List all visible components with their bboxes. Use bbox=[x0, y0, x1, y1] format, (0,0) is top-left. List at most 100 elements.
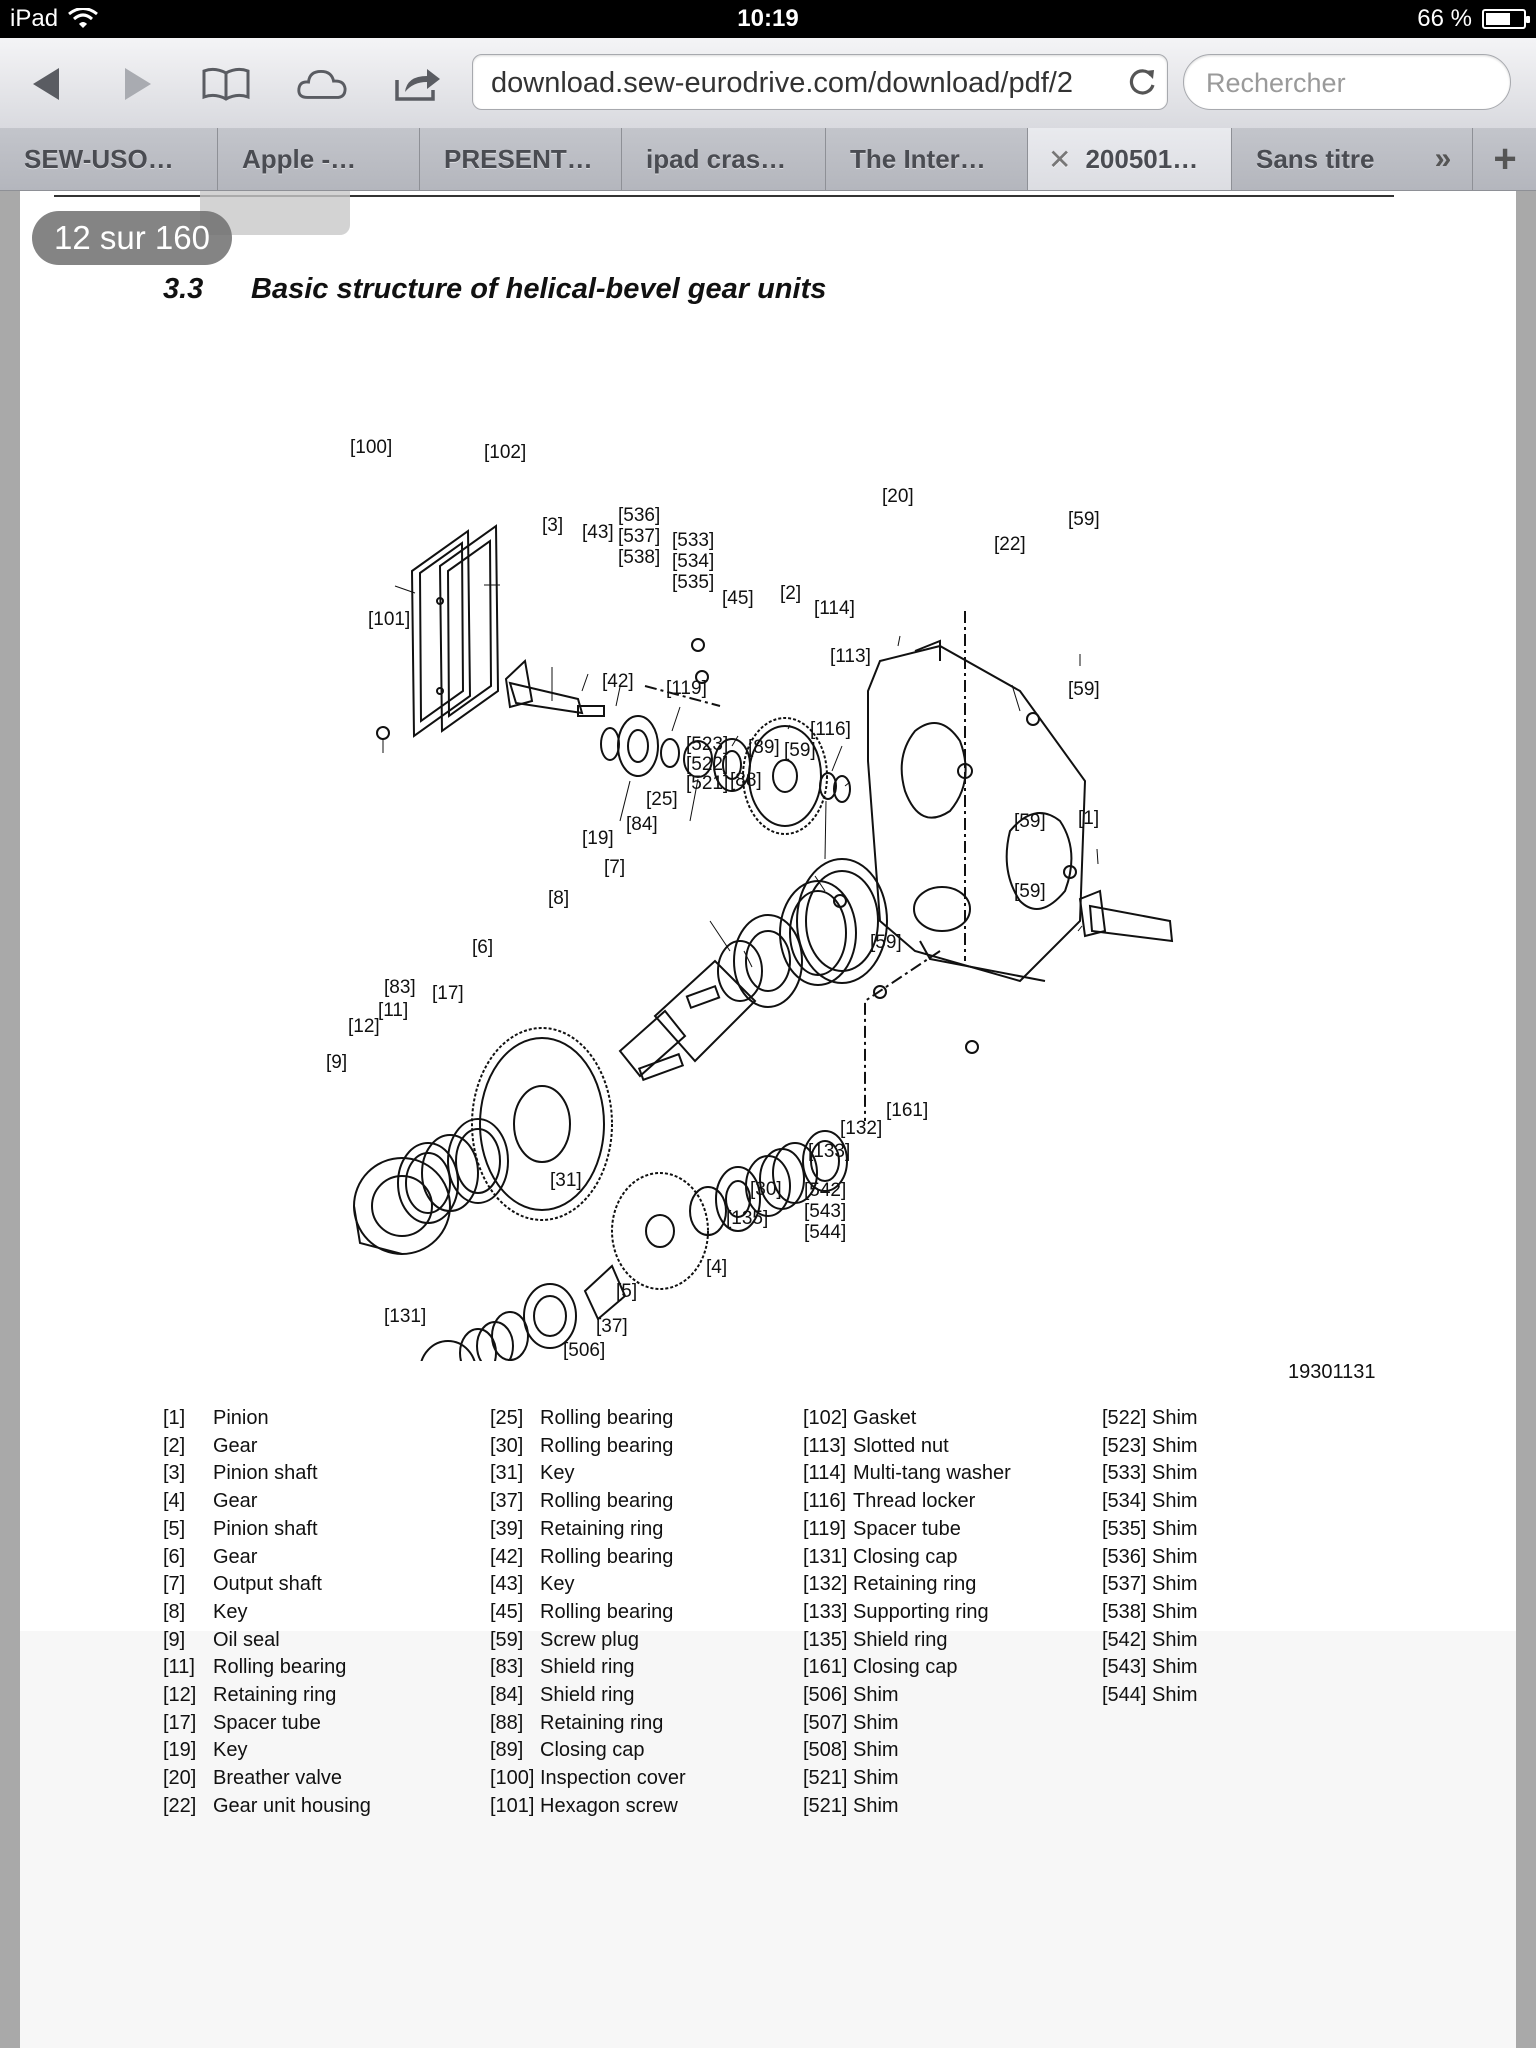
legend-part-name: Breather valve bbox=[213, 1767, 342, 1790]
tab-sew-uso[interactable]: SEW-USO… bbox=[0, 128, 218, 190]
forward-arrow-icon bbox=[125, 68, 151, 100]
legend-part-name: Key bbox=[213, 1739, 248, 1762]
tab-present[interactable]: PRESENT… bbox=[420, 128, 622, 190]
search-input[interactable] bbox=[1204, 67, 1498, 100]
legend-number: [534] bbox=[1102, 1490, 1147, 1513]
legend-number: [131] bbox=[803, 1545, 848, 1568]
tab-the-inter[interactable]: The Inter… bbox=[826, 128, 1028, 190]
legend-part-name: Hexagon screw bbox=[540, 1794, 678, 1817]
legend-row: [59] Screw plug bbox=[490, 1627, 686, 1655]
legend-number: [8] bbox=[163, 1600, 186, 1623]
url-text[interactable]: download.sew-eurodrive.com/download/pdf/… bbox=[491, 67, 1073, 99]
diagram-callout: [11] bbox=[378, 1000, 408, 1021]
tab-sans-titre[interactable]: Sans titre bbox=[1232, 128, 1418, 190]
legend-part-name: Closing cap bbox=[540, 1739, 645, 1762]
legend-part-name: Retaining ring bbox=[540, 1711, 664, 1734]
diagram-callout: [533] bbox=[672, 530, 714, 551]
legend-part-name: Pinion shaft bbox=[213, 1462, 318, 1485]
diagram-callout: [17] bbox=[432, 983, 464, 1004]
legend-number: [59] bbox=[490, 1628, 524, 1651]
diagram-callout: [25] bbox=[646, 789, 678, 810]
more-tabs-icon[interactable]: » bbox=[1434, 142, 1452, 175]
diagram-callout: [59] bbox=[1014, 881, 1046, 902]
legend-part-name: Screw plug bbox=[540, 1628, 639, 1651]
legend-number: [25] bbox=[490, 1407, 524, 1429]
diagram-callout: [31] bbox=[550, 1170, 582, 1191]
legend-row: [522]Shim bbox=[1102, 1405, 1198, 1433]
bookmarks-button[interactable] bbox=[200, 58, 252, 110]
diagram-callout: [84] bbox=[626, 814, 658, 835]
tab-apple[interactable]: Apple -… bbox=[218, 128, 420, 190]
legend-number: [3] bbox=[163, 1462, 186, 1485]
legend-part-name: Rolling bearing bbox=[540, 1490, 674, 1513]
diagram-callout: [521] bbox=[686, 773, 728, 794]
legend-part-name: Rolling bearing bbox=[540, 1434, 674, 1457]
legend-part-name: Shim bbox=[1152, 1434, 1198, 1457]
diagram-callout: [2] bbox=[780, 583, 801, 604]
legend-row: [11]Rolling bearing bbox=[163, 1654, 371, 1682]
legend-row: [538]Shim bbox=[1102, 1599, 1198, 1627]
tab-ipad-crash[interactable]: ipad cras… bbox=[622, 128, 826, 190]
legend-part-name: Closing cap bbox=[853, 1656, 958, 1679]
diagram-callout: [59] bbox=[1068, 679, 1100, 700]
diagram-callout: [8] bbox=[548, 888, 569, 909]
diagram-callout: [537] bbox=[618, 526, 660, 547]
back-button[interactable] bbox=[20, 58, 72, 110]
diagram-callout: [42] bbox=[602, 671, 634, 692]
legend-number: [116] bbox=[803, 1490, 846, 1513]
legend-part-name: Rolling bearing bbox=[540, 1545, 674, 1568]
legend-row: [42] Rolling bearing bbox=[490, 1544, 686, 1572]
legend-number: [506] bbox=[803, 1684, 848, 1707]
legend-number: [9] bbox=[163, 1628, 186, 1651]
share-button[interactable] bbox=[392, 58, 444, 110]
reload-icon[interactable] bbox=[1125, 65, 1159, 99]
tab-200501-active[interactable]: ✕ 200501… bbox=[1028, 128, 1232, 190]
legend-number: [42] bbox=[490, 1545, 524, 1568]
legend-part-name: Shim bbox=[1152, 1628, 1198, 1651]
diagram-callout: [7] bbox=[604, 857, 625, 878]
legend-number: [113] bbox=[803, 1434, 846, 1457]
legend-number: [542] bbox=[1102, 1628, 1147, 1651]
forward-button[interactable] bbox=[112, 58, 164, 110]
address-bar[interactable]: download.sew-eurodrive.com/download/pdf/… bbox=[472, 54, 1168, 110]
search-field[interactable] bbox=[1183, 54, 1511, 110]
icloud-tabs-button[interactable] bbox=[296, 58, 348, 110]
diagram-callout: [523] bbox=[686, 734, 728, 755]
close-tab-icon[interactable]: ✕ bbox=[1048, 143, 1072, 175]
legend-row: [535]Shim bbox=[1102, 1516, 1198, 1544]
legend-row: [22]Gear unit housing bbox=[163, 1793, 371, 1821]
legend-part-name: Shim bbox=[853, 1739, 899, 1762]
diagram-callout: [88] bbox=[730, 770, 762, 791]
legend-part-name: Retaining ring bbox=[853, 1573, 977, 1596]
legend-row: [100]Inspection cover bbox=[490, 1765, 686, 1793]
legend-row: [114]Multi-tang washer bbox=[803, 1460, 1011, 1488]
diagram-callout: [100] bbox=[350, 437, 392, 458]
legend-part-name: Shim bbox=[853, 1767, 899, 1790]
diagram-callout: [113] bbox=[830, 646, 871, 667]
new-tab-button[interactable]: + bbox=[1472, 128, 1536, 190]
tab-label: The Inter… bbox=[850, 143, 986, 174]
legend-row: [542]Shim bbox=[1102, 1627, 1198, 1655]
diagram-callout: [59] bbox=[870, 932, 902, 953]
legend-number: [11] bbox=[163, 1656, 195, 1679]
legend-part-name: Key bbox=[540, 1573, 575, 1596]
diagram-callout: [59] bbox=[1014, 811, 1046, 832]
status-bar: iPad 10:19 66 % bbox=[0, 0, 1536, 38]
diagram-callout: [161] bbox=[886, 1100, 928, 1121]
legend-part-name: Retaining ring bbox=[213, 1684, 337, 1707]
diagram-callout: [43] bbox=[582, 522, 614, 543]
wifi-icon bbox=[68, 8, 98, 28]
legend-row: [113]Slotted nut bbox=[803, 1433, 1011, 1461]
legend-row: [161]Closing cap bbox=[803, 1654, 1011, 1682]
tab-label: SEW-USO… bbox=[24, 143, 174, 174]
diagram-callout: [535] bbox=[672, 572, 714, 593]
book-icon bbox=[202, 67, 250, 101]
legend-number: [100] bbox=[490, 1767, 535, 1790]
legend-number: [37] bbox=[490, 1490, 524, 1513]
legend-row: [6]Gear bbox=[163, 1544, 371, 1572]
legend-row: [534]Shim bbox=[1102, 1488, 1198, 1516]
diagram-callout: [536] bbox=[618, 505, 660, 526]
